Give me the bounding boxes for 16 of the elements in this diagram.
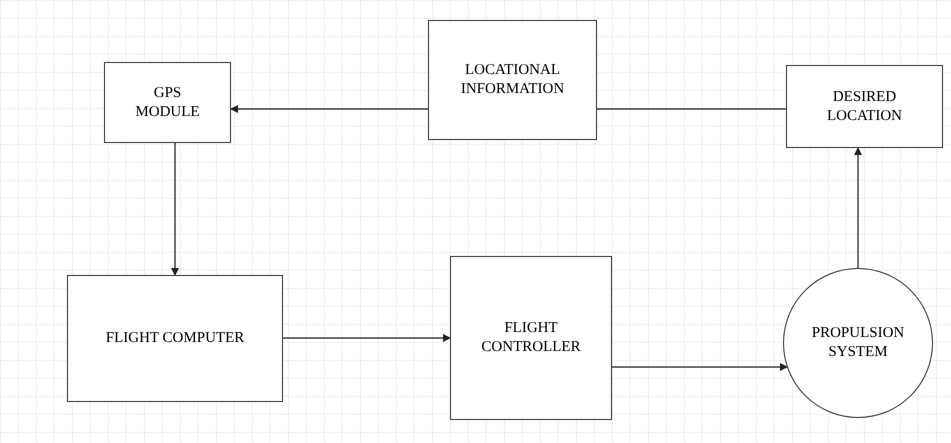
node-label: FLIGHT CONTROLLER [480,319,582,357]
node-label: PROPULSION SYSTEM [810,324,906,362]
arrow [171,143,179,276]
node-label: DESIRED LOCATION [826,88,903,126]
node-label: FLIGHT COMPUTER [106,329,244,348]
node-label: LOCATIONAL INFORMATION [460,61,566,99]
arrow [854,147,862,268]
process-box [67,275,283,402]
process-box [428,20,597,140]
arrow [612,363,788,371]
arrow [230,105,428,113]
arrow [283,334,451,342]
node-label: GPS MODULE [134,84,201,122]
process-box [104,62,231,143]
process-box [786,65,943,148]
process-box [450,256,612,420]
